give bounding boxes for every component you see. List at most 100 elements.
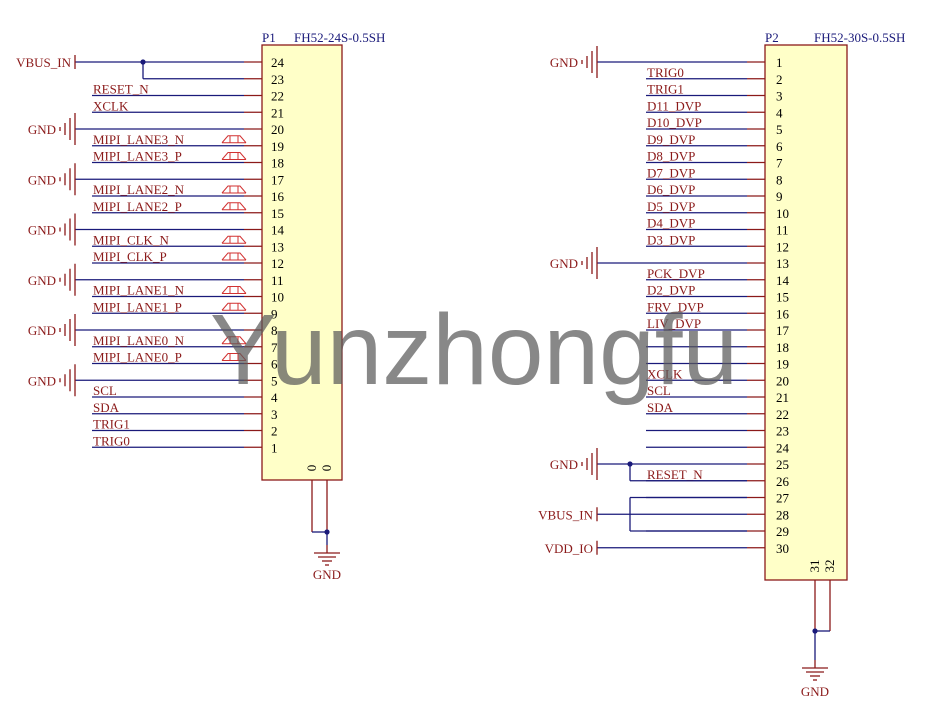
p2-pin-number: 22 bbox=[776, 407, 789, 422]
p2-pin-number: 12 bbox=[776, 239, 789, 254]
p1-bottom-gnd-label: GND bbox=[313, 567, 341, 582]
p2-bottom-pin-number: 32 bbox=[822, 560, 837, 573]
p1-net-label: MIPI_LANE0_P bbox=[93, 350, 182, 365]
p2-pin-number: 16 bbox=[776, 306, 790, 321]
p1-pin-number: 14 bbox=[271, 223, 285, 238]
p2-pin-number: 6 bbox=[776, 139, 783, 154]
p1-gnd-symbol: GND bbox=[28, 213, 76, 246]
gnd-label: GND bbox=[28, 323, 56, 338]
p1-gnd-symbol: GND bbox=[28, 163, 76, 196]
gnd-label: GND bbox=[550, 55, 578, 70]
p2-pin-number: 20 bbox=[776, 373, 789, 388]
p2-pin-number: 26 bbox=[776, 474, 790, 489]
p2-pin-number: 27 bbox=[776, 491, 790, 506]
p2-pin-number: 29 bbox=[776, 524, 789, 539]
p2-pin-number: 3 bbox=[776, 89, 783, 104]
p1-pin-number: 8 bbox=[271, 323, 278, 338]
p1-pin-number: 12 bbox=[271, 256, 284, 271]
p1-net-label: RESET_N bbox=[93, 82, 149, 97]
p2-port: VBUS_IN bbox=[538, 507, 594, 522]
p1-pin-number: 13 bbox=[271, 239, 284, 254]
p1-pin-number: 24 bbox=[271, 55, 285, 70]
p1-gnd-symbol: GND bbox=[28, 314, 76, 346]
p1-net-label: MIPI_CLK_P bbox=[93, 249, 167, 264]
p2-pin-number: 21 bbox=[776, 390, 789, 405]
gnd-label: GND bbox=[28, 273, 56, 288]
gnd-label: GND bbox=[550, 457, 578, 472]
p2-net-label: D5_DVP bbox=[647, 199, 695, 214]
p1-pin-number: 19 bbox=[271, 139, 284, 154]
p1-pin-number: 1 bbox=[271, 440, 278, 455]
p1-pin-number: 5 bbox=[271, 373, 278, 388]
gnd-label: GND bbox=[28, 122, 56, 137]
p1-bottom-pin-number: 0 bbox=[319, 465, 334, 472]
p2-net-label: D3_DVP bbox=[647, 232, 695, 247]
p1-net-label: MIPI_LANE1_N bbox=[93, 283, 185, 298]
p1-net-label: MIPI_LANE3_P bbox=[93, 149, 182, 164]
p1-pin-number: 15 bbox=[271, 206, 284, 221]
p1-pin-number: 6 bbox=[271, 357, 278, 372]
p2-pin-number: 28 bbox=[776, 507, 789, 522]
p1-net-label: MIPI_CLK_N bbox=[93, 232, 169, 247]
p2-bottom-gnd-label: GND bbox=[801, 684, 829, 699]
p2-gnd-symbol: GND bbox=[550, 247, 598, 279]
p1-pin-number: 22 bbox=[271, 89, 284, 104]
p2-port: VDD_IO bbox=[545, 541, 593, 556]
p2-connector-body bbox=[764, 44, 848, 581]
p2-net-label: D11_DVP bbox=[647, 98, 701, 113]
p1-diff-pair-marker bbox=[221, 202, 247, 211]
p1-net-label: SCL bbox=[93, 383, 117, 398]
p1-diff-pair-marker bbox=[221, 302, 247, 311]
p2-pin-number: 25 bbox=[776, 457, 789, 472]
p1-pin-number: 9 bbox=[271, 306, 278, 321]
p1-diff-pair-marker bbox=[221, 336, 247, 345]
p2-net-label: FRV_DVP bbox=[647, 299, 704, 314]
p2-net-label: TRIG0 bbox=[647, 65, 684, 80]
p2-gnd-symbol: GND bbox=[550, 448, 598, 480]
p1-diff-pair-marker bbox=[221, 235, 247, 244]
p1-pin-number: 10 bbox=[271, 290, 284, 305]
p1-part-number: FH52-24S-0.5SH bbox=[294, 30, 385, 45]
p1-net-label: MIPI_LANE1_P bbox=[93, 299, 182, 314]
p2-net-label: XCLK bbox=[647, 366, 683, 381]
p1-designator: P1 bbox=[262, 30, 276, 45]
p1-net-label: TRIG1 bbox=[93, 417, 130, 432]
p2-net-label: SDA bbox=[647, 400, 674, 415]
gnd-label: GND bbox=[28, 223, 56, 238]
p1-gnd-symbol: GND bbox=[28, 263, 76, 296]
p2-pin-number: 11 bbox=[776, 223, 789, 238]
p1-diff-pair-marker bbox=[221, 353, 247, 361]
p2-pin-number: 9 bbox=[776, 189, 783, 204]
p2-pin-number: 24 bbox=[776, 440, 790, 455]
p1-diff-pair-marker bbox=[221, 152, 247, 160]
p2-net-label: SCL bbox=[647, 383, 671, 398]
p2-gnd-symbol: GND bbox=[550, 46, 598, 78]
p1-pin-number: 11 bbox=[271, 273, 284, 288]
p2-net-label: TRIG1 bbox=[647, 82, 684, 97]
p2-net-label: RESET_N bbox=[647, 467, 703, 482]
p1-bottom-pin-number: 0 bbox=[304, 465, 319, 472]
p2-designator: P2 bbox=[765, 30, 779, 45]
p2-pin-number: 30 bbox=[776, 541, 789, 556]
p1-pin-number: 7 bbox=[271, 340, 278, 355]
p2-pin-number: 14 bbox=[776, 273, 790, 288]
p1-net-label: SDA bbox=[93, 400, 120, 415]
p2-net-label: D6_DVP bbox=[647, 182, 695, 197]
p2-net-label: D10_DVP bbox=[647, 115, 702, 130]
p2-net-label: D4_DVP bbox=[647, 216, 695, 231]
p2-pin-number: 15 bbox=[776, 290, 789, 305]
p2-pin-number: 7 bbox=[776, 156, 783, 171]
p1-pin-number: 4 bbox=[271, 390, 278, 405]
p1-pin-number: 23 bbox=[271, 72, 284, 87]
p1-net-label: MIPI_LANE3_N bbox=[93, 132, 185, 147]
p2-pin-number: 5 bbox=[776, 122, 783, 137]
p1-pin-number: 18 bbox=[271, 156, 284, 171]
p1-pin-number: 16 bbox=[271, 189, 285, 204]
p2-pin-number: 4 bbox=[776, 105, 783, 120]
p2-net-label: D7_DVP bbox=[647, 165, 695, 180]
p1-diff-pair-marker bbox=[221, 135, 247, 144]
p2-net-label: D2_DVP bbox=[647, 283, 695, 298]
p2-pin-number: 1 bbox=[776, 55, 783, 70]
